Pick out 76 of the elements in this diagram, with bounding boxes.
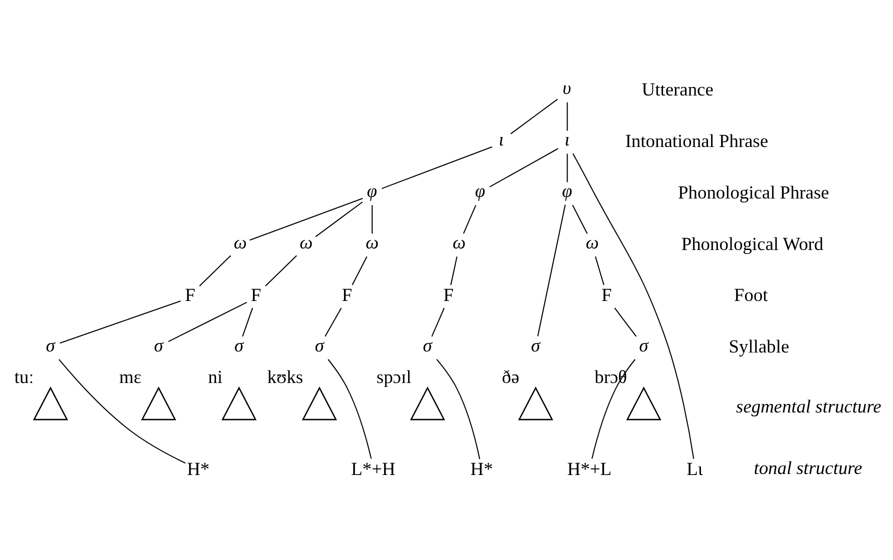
label: Utterance <box>641 79 713 100</box>
node-text: ι <box>564 129 570 150</box>
node-triangle <box>626 386 661 420</box>
node-text: L*+H <box>350 458 395 479</box>
node-text: F <box>601 284 612 305</box>
connector <box>198 254 231 286</box>
node-text: F <box>341 284 352 305</box>
connector <box>351 256 367 285</box>
connector <box>314 201 362 237</box>
label: Intonational Phrase <box>624 130 768 150</box>
node-text: σ <box>530 334 540 355</box>
connector <box>572 204 588 234</box>
label: Syllable <box>728 336 789 356</box>
node-text: F <box>184 284 195 305</box>
label: segmental structure <box>736 396 881 416</box>
node-text: H*+L <box>566 458 611 479</box>
connector <box>371 204 372 234</box>
label: Phonological Word <box>680 233 823 254</box>
node-triangle <box>140 386 176 420</box>
node-text: ω <box>233 232 246 252</box>
node-text: φ <box>474 180 485 201</box>
node-text: F <box>250 284 261 305</box>
node-text: ω <box>299 232 312 252</box>
connector <box>590 358 635 458</box>
connector <box>594 256 604 285</box>
connector <box>462 204 476 234</box>
connector <box>430 307 444 336</box>
connector <box>58 358 186 464</box>
node-label: mɛ <box>118 366 141 386</box>
node-triangle <box>220 386 256 420</box>
connector <box>489 148 558 187</box>
node-text: Lι <box>686 458 702 479</box>
label: tonal structure <box>753 457 862 478</box>
connector <box>381 146 492 189</box>
connector <box>242 307 253 336</box>
node-label: spɔɪl <box>376 366 411 386</box>
connector <box>327 358 372 458</box>
connector <box>536 204 566 336</box>
connector <box>436 358 480 459</box>
connector <box>510 98 558 134</box>
node-text: σ <box>638 334 648 355</box>
node-text: υ <box>562 78 571 98</box>
connector <box>264 254 296 286</box>
node-text: H* <box>470 458 492 479</box>
node-text: φ <box>366 180 377 201</box>
connector <box>249 197 362 240</box>
node-label: kʊks <box>266 366 303 386</box>
node-label: ni <box>208 366 222 386</box>
connector <box>572 152 694 458</box>
connector <box>614 307 636 336</box>
node-text: φ <box>562 180 572 201</box>
node-text: ι <box>498 129 504 150</box>
node-text: σ <box>234 334 244 355</box>
node-triangle <box>301 386 337 420</box>
node-triangle <box>409 386 445 420</box>
node-label: tuː <box>14 366 34 386</box>
node-triangle <box>518 386 553 420</box>
node-triangle <box>32 386 68 420</box>
connector <box>324 307 342 336</box>
node-text: ω <box>365 232 378 252</box>
node-text: F <box>442 284 454 305</box>
connector <box>566 102 568 130</box>
label: Phonological Phrase <box>678 182 829 202</box>
node-text: H* <box>186 458 210 479</box>
node-text: σ <box>154 334 163 355</box>
node-text: σ <box>45 334 55 355</box>
label: Foot <box>734 284 768 305</box>
node-text: σ <box>314 334 324 355</box>
node-text: σ <box>422 334 432 355</box>
connector <box>566 153 568 182</box>
connector <box>450 256 457 285</box>
connector <box>59 300 180 344</box>
node-text: ω <box>452 232 466 252</box>
node-label: ðə <box>501 366 519 386</box>
node-text: ω <box>585 232 598 252</box>
connector <box>168 301 247 342</box>
